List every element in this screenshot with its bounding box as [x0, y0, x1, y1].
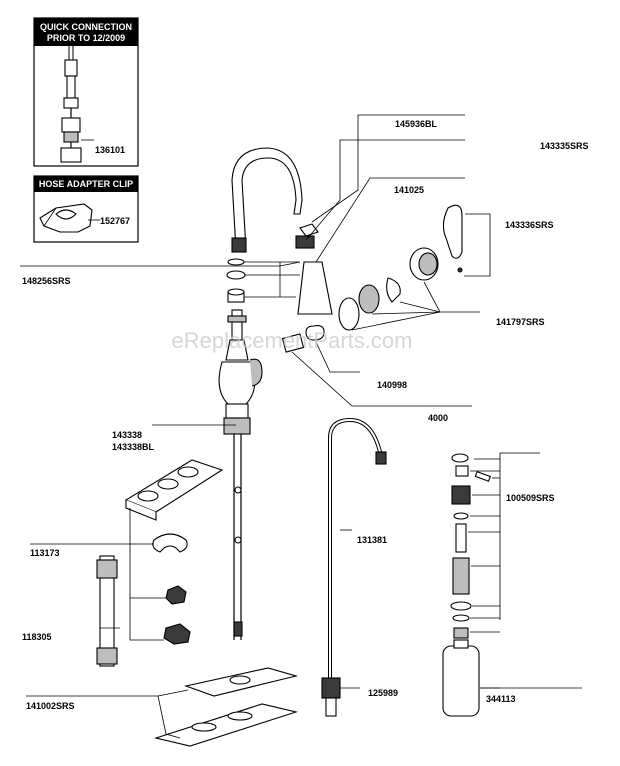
soap-dispenser [442, 453, 491, 717]
part-label-4000: 4000 [428, 413, 448, 423]
watermark: eReplacementParts.com [172, 328, 413, 353]
aerator-rings [226, 258, 246, 303]
part-label-152767: 152767 [100, 216, 130, 226]
part-label-148256SRS: 148256SRS [22, 276, 71, 286]
quick-connection-inset: QUICK CONNECTION PRIOR TO 12/2009 136101 [33, 17, 139, 167]
part-label-143338BL: 143338BL [112, 442, 155, 452]
part-label-143336SRS: 143336SRS [505, 220, 554, 230]
part-label-100509SRS: 100509SRS [506, 493, 555, 503]
hose-adapter-header [34, 176, 138, 192]
part-label-125989: 125989 [368, 688, 398, 698]
part-label-143338: 143338 [112, 430, 142, 440]
part-label-136101: 136101 [95, 145, 125, 155]
hose-adapter-inset: HOSE ADAPTER CLIP 152767 [33, 175, 139, 243]
cartridge-parts [281, 204, 463, 353]
part-labels: 145936BL 143335SRS 141025 143336SRS 1482… [22, 119, 589, 711]
hose-adapter-title: HOSE ADAPTER CLIP [39, 179, 133, 189]
part-label-113173: 113173 [30, 548, 60, 558]
pull-down-hose [321, 417, 387, 717]
faucet-body [218, 309, 263, 640]
part-label-145936BL: 145936BL [395, 119, 438, 129]
part-label-143335SRS: 143335SRS [540, 141, 589, 151]
part-label-141797SRS: 141797SRS [496, 317, 545, 327]
quick-connection-title-line2: PRIOR TO 12/2009 [47, 33, 125, 43]
part-label-141025: 141025 [394, 185, 424, 195]
part-label-344113: 344113 [486, 694, 516, 704]
leader-lines [20, 114, 582, 739]
quick-connection-header [34, 18, 138, 46]
quick-connector-part [60, 46, 82, 163]
part-label-131381: 131381 [357, 535, 387, 545]
part-label-118305: 118305 [22, 632, 52, 642]
faucet-spout [231, 147, 303, 253]
quick-connection-title-line1: QUICK CONNECTION [40, 22, 132, 32]
mounting-hardware [96, 459, 299, 747]
part-label-140998: 140998 [377, 380, 407, 390]
part-label-141002SRS: 141002SRS [26, 701, 75, 711]
